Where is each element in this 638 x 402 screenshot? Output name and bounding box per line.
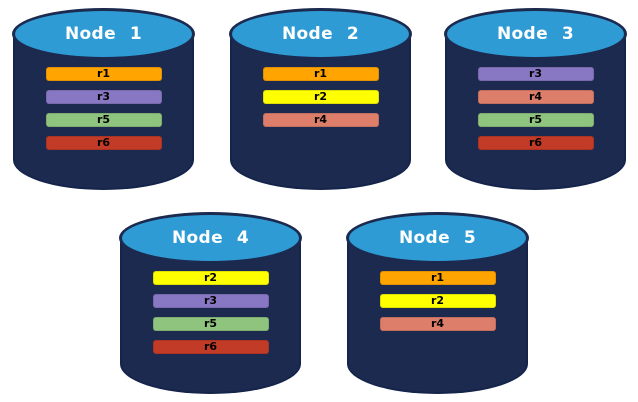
replica-label: r4 <box>528 90 543 103</box>
node-3: Node 3 r3 r4 r5 r6 <box>444 8 627 190</box>
node-title: Node 1 <box>64 24 143 44</box>
replica-label: r6 <box>203 340 218 353</box>
replica-label: r4 <box>430 317 445 330</box>
database-cylinder-body <box>347 238 528 394</box>
database-cylinder-top: Node 2 <box>229 8 412 60</box>
replica-bar-r6: r6 <box>152 340 269 354</box>
replica-bar-r2: r2 <box>262 90 379 104</box>
replica-label: r3 <box>96 90 111 103</box>
replica-list: r2 r3 r5 r6 <box>119 271 302 354</box>
database-cylinder-top: Node 3 <box>444 8 627 60</box>
replica-label: r2 <box>203 271 218 284</box>
database-cylinder-body <box>120 238 301 394</box>
replica-label: r1 <box>313 67 328 80</box>
database-cylinder-body <box>230 34 411 190</box>
replica-bar-r1: r1 <box>45 67 162 81</box>
database-cylinder-top: Node 5 <box>346 212 529 264</box>
database-cylinder-body <box>13 34 194 190</box>
replica-label: r5 <box>528 113 543 126</box>
replica-bar-r2: r2 <box>379 294 496 308</box>
node-title: Node 2 <box>281 24 360 44</box>
replica-label: r2 <box>313 90 328 103</box>
replica-label: r5 <box>203 317 218 330</box>
replica-bar-r6: r6 <box>477 136 594 150</box>
replica-label: r4 <box>313 113 328 126</box>
node-1: Node 1 r1 r3 r5 r6 <box>12 8 195 190</box>
replica-label: r1 <box>430 271 445 284</box>
replica-bar-r3: r3 <box>152 294 269 308</box>
node-4: Node 4 r2 r3 r5 r6 <box>119 212 302 394</box>
replica-bar-r5: r5 <box>477 113 594 127</box>
node-5: Node 5 r1 r2 r4 <box>346 212 529 394</box>
replica-label: r3 <box>203 294 218 307</box>
node-title: Node 3 <box>496 24 575 44</box>
replica-label: r6 <box>528 136 543 149</box>
replica-bar-r3: r3 <box>477 67 594 81</box>
replica-bar-r1: r1 <box>379 271 496 285</box>
database-cylinder-top: Node 1 <box>12 8 195 60</box>
replica-label: r3 <box>528 67 543 80</box>
database-cylinder-body <box>445 34 626 190</box>
replica-bar-r2: r2 <box>152 271 269 285</box>
replica-list: r1 r2 r4 <box>229 67 412 127</box>
node-2: Node 2 r1 r2 r4 <box>229 8 412 190</box>
replica-bar-r3: r3 <box>45 90 162 104</box>
replica-list: r1 r3 r5 r6 <box>12 67 195 150</box>
database-cylinder-top: Node 4 <box>119 212 302 264</box>
replica-bar-r5: r5 <box>45 113 162 127</box>
replica-list: r1 r2 r4 <box>346 271 529 331</box>
replica-label: r2 <box>430 294 445 307</box>
replica-bar-r5: r5 <box>152 317 269 331</box>
node-title: Node 4 <box>171 228 250 248</box>
replica-bar-r1: r1 <box>262 67 379 81</box>
replica-list: r3 r4 r5 r6 <box>444 67 627 150</box>
replica-bar-r6: r6 <box>45 136 162 150</box>
replica-bar-r4: r4 <box>477 90 594 104</box>
replica-bar-r4: r4 <box>262 113 379 127</box>
replica-label: r1 <box>96 67 111 80</box>
node-title: Node 5 <box>398 228 477 248</box>
replica-bar-r4: r4 <box>379 317 496 331</box>
replica-label: r5 <box>96 113 111 126</box>
replica-label: r6 <box>96 136 111 149</box>
